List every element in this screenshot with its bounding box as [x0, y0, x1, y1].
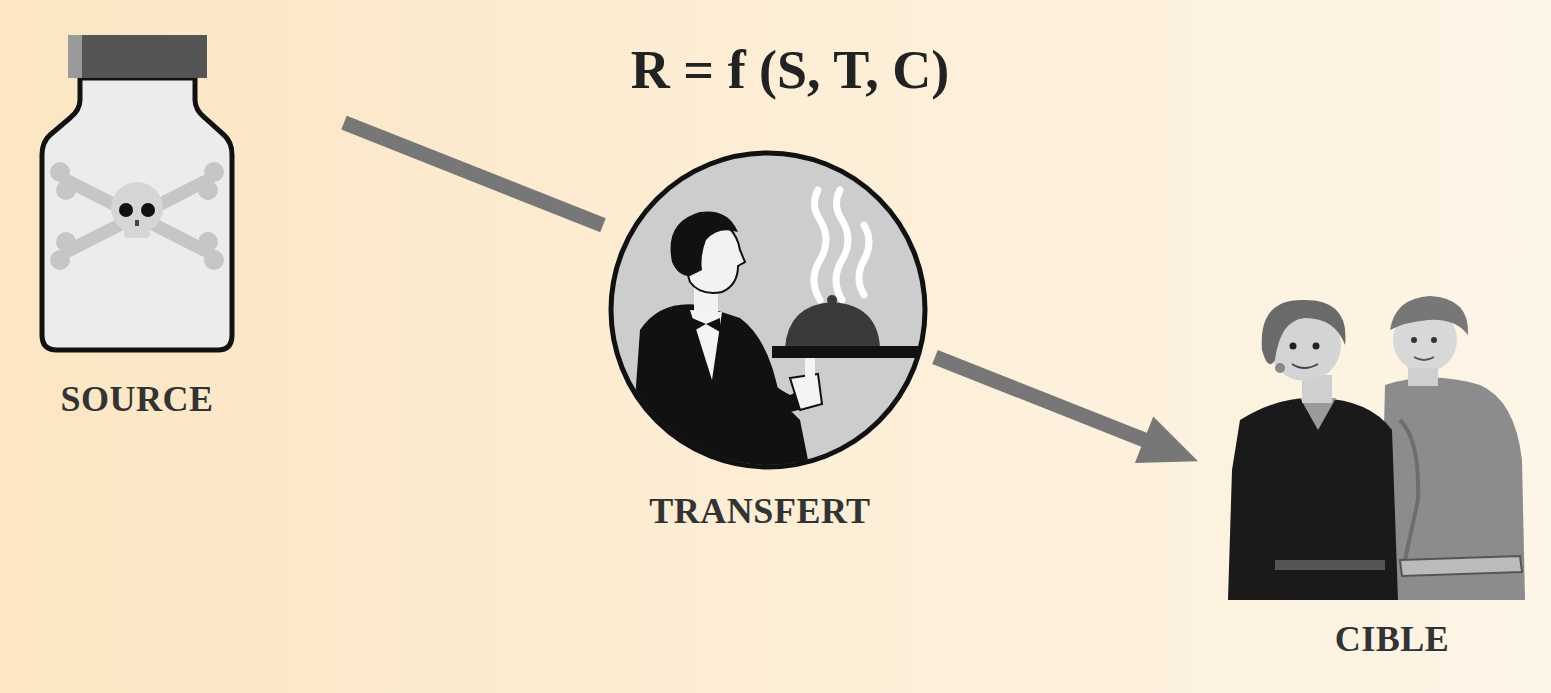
- node-label: SOURCE: [36, 380, 238, 420]
- poison-bottle: [42, 35, 232, 350]
- two-women: [1228, 296, 1525, 600]
- transfer-arrow: [344, 123, 603, 226]
- transfer-arrow: [935, 357, 1150, 442]
- arrow-head: [1135, 417, 1198, 463]
- picture-node: TRANSFERT: [605, 150, 931, 535]
- waiter-circle: [611, 153, 928, 470]
- formula-title: R = f (S, T, C): [500, 38, 1080, 103]
- picture-node: CIBLE: [1200, 295, 1530, 670]
- node-label: TRANSFERT: [601, 492, 919, 532]
- picture-node: SOURCE: [40, 35, 340, 425]
- node-label: CIBLE: [1308, 620, 1476, 660]
